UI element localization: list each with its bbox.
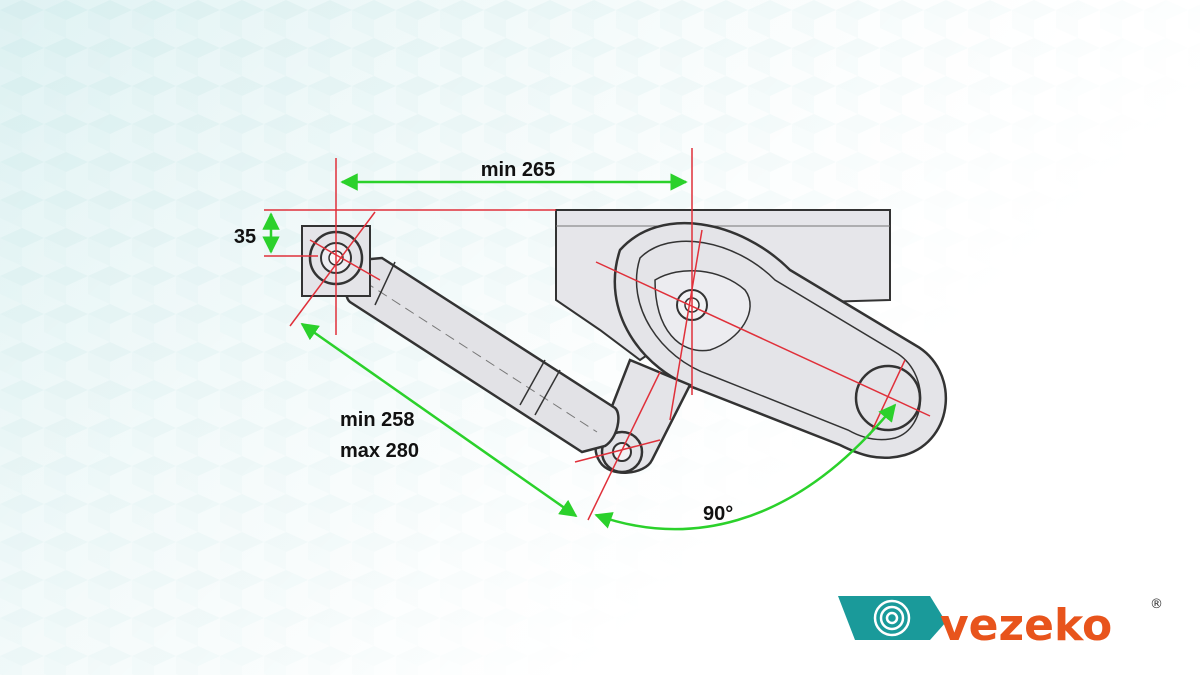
dimension-angle-arc bbox=[594, 403, 897, 531]
dimension-lines bbox=[262, 173, 897, 531]
dimension-length-min-label: min 258 bbox=[340, 409, 414, 431]
logo-registered-mark: ® bbox=[1150, 597, 1163, 612]
dimension-length-line bbox=[300, 322, 578, 518]
vezeko-logo: vezeko ® bbox=[838, 596, 1163, 651]
logo-swoosh-icon bbox=[838, 596, 946, 640]
logo-swirl-icon bbox=[873, 599, 911, 637]
logo-brand-text: vezeko bbox=[940, 600, 1112, 651]
dimension-horizontal-label: min 265 bbox=[481, 159, 555, 181]
dimension-vertical-label: 35 bbox=[234, 226, 256, 248]
dimension-angle-label: 90° bbox=[703, 503, 733, 525]
dimension-length-max-label: max 280 bbox=[340, 440, 419, 462]
